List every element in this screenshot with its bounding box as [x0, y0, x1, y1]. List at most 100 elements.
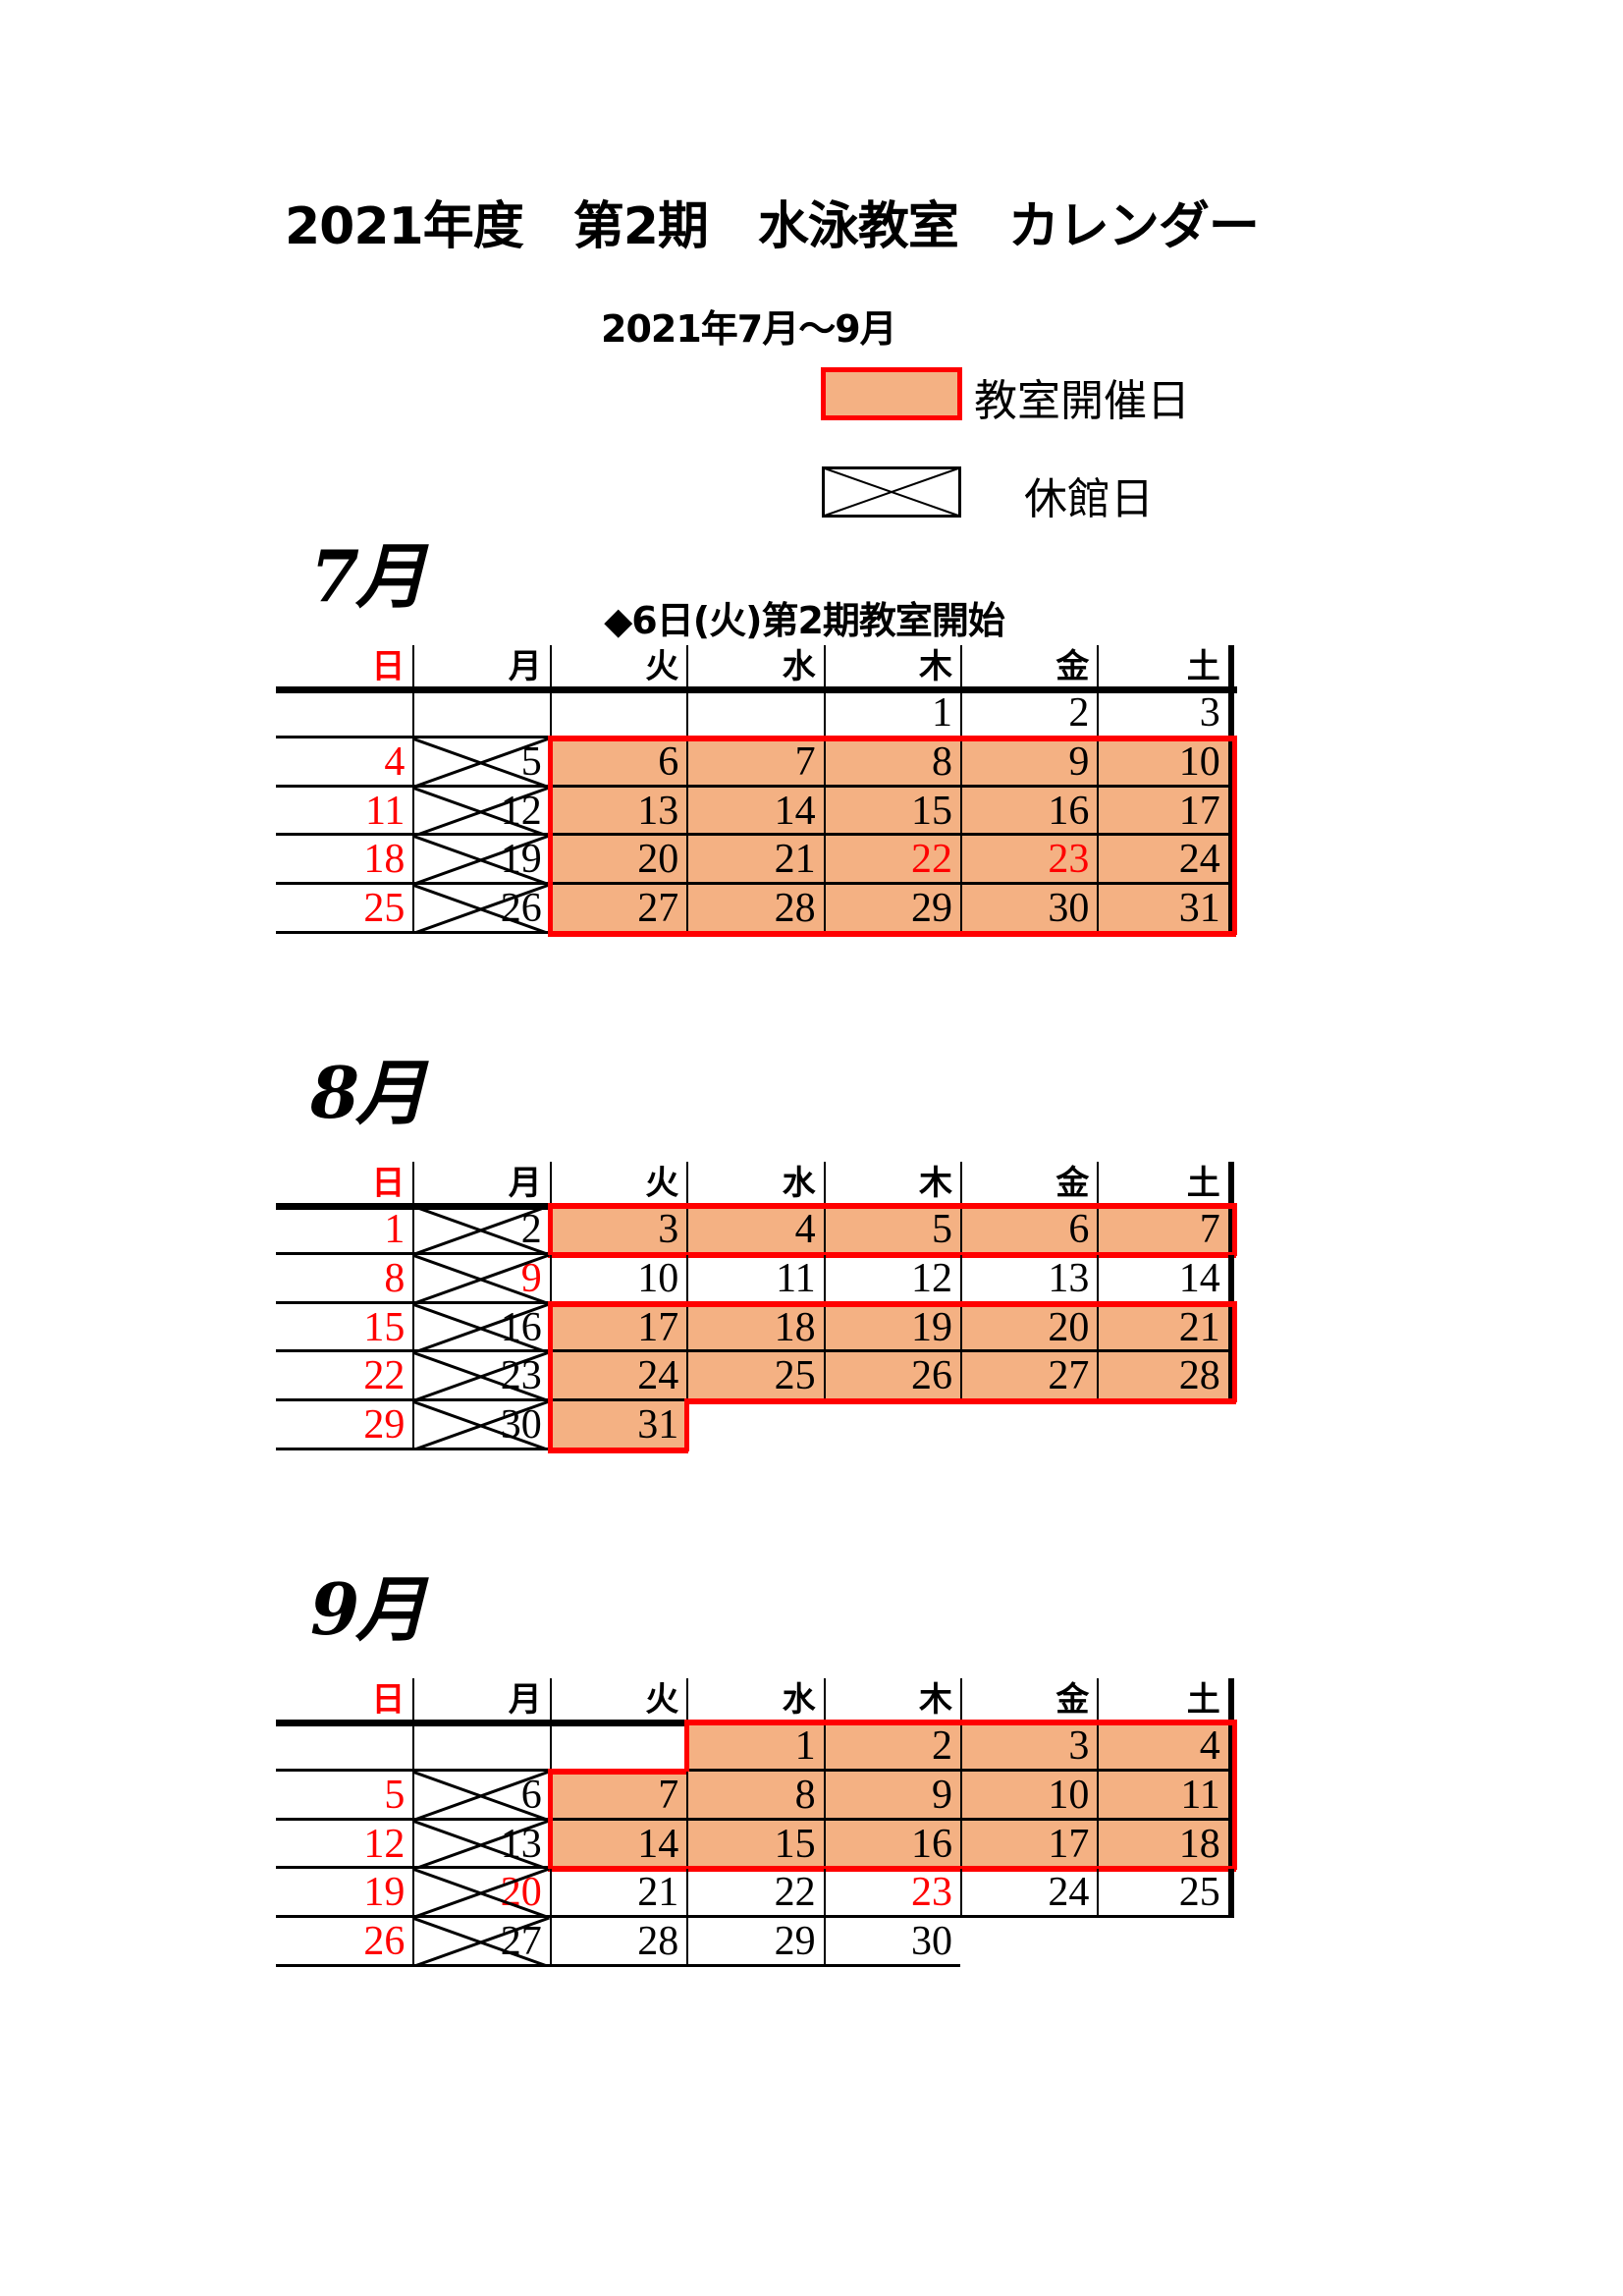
day-cell[interactable]: 21	[549, 1869, 687, 1919]
day-cell[interactable]: 3	[1097, 689, 1234, 738]
day-cell[interactable]: 13	[960, 1254, 1098, 1304]
day-cell[interactable]: 14	[686, 787, 824, 837]
day-cell[interactable]: 20	[960, 1303, 1098, 1353]
day-cell[interactable]: 10	[549, 1254, 687, 1304]
weekday-header-5: 金	[960, 1678, 1097, 1722]
day-cell[interactable]: 30	[412, 1401, 550, 1450]
day-cell[interactable]: 28	[549, 1918, 687, 1967]
day-cell[interactable]: 22	[823, 836, 960, 886]
day-cell[interactable]: 25	[686, 1352, 824, 1402]
day-cell[interactable]: 14	[1097, 1254, 1234, 1304]
day-cell[interactable]: 10	[1097, 738, 1234, 788]
day-cell[interactable]: 17	[549, 1303, 687, 1353]
day-cell[interactable]: 3	[960, 1722, 1098, 1772]
day-cell[interactable]: 12	[412, 787, 550, 837]
day-cell[interactable]: 31	[549, 1401, 687, 1450]
day-cell[interactable]: 17	[1097, 787, 1234, 837]
day-cell[interactable]: 15	[276, 1304, 413, 1353]
class-period-border	[958, 1398, 1100, 1405]
weekday-header-3: 水	[686, 1162, 823, 1206]
day-cell[interactable]: 26	[823, 1352, 960, 1402]
class-period-border	[958, 1720, 1100, 1725]
day-cell[interactable]: 2	[960, 689, 1098, 738]
day-cell[interactable]: 11	[1097, 1771, 1234, 1821]
day-cell[interactable]: 17	[960, 1820, 1098, 1870]
day-cell[interactable]: 18	[1097, 1820, 1234, 1870]
day-cell[interactable]: 27	[960, 1352, 1098, 1402]
day-cell[interactable]: 12	[823, 1254, 960, 1304]
day-cell[interactable]: 26	[276, 1918, 413, 1967]
day-cell[interactable]: 29	[823, 885, 960, 934]
day-cell[interactable]: 7	[549, 1771, 687, 1821]
day-cell[interactable]: 20	[549, 836, 687, 886]
day-cell[interactable]: 27	[549, 885, 687, 934]
day-cell[interactable]: 1	[823, 689, 960, 738]
day-cell[interactable]: 24	[1097, 836, 1234, 886]
day-cell[interactable]: 31	[1097, 885, 1234, 934]
day-cell[interactable]: 3	[549, 1206, 687, 1255]
day-cell[interactable]: 29	[686, 1918, 824, 1967]
day-cell[interactable]: 9	[823, 1771, 960, 1821]
day-cell[interactable]: 6	[412, 1771, 550, 1821]
day-cell[interactable]: 24	[549, 1352, 687, 1402]
day-cell[interactable]: 22	[686, 1869, 824, 1919]
class-period-border	[1095, 735, 1236, 741]
class-period-border	[1095, 1300, 1236, 1307]
day-cell[interactable]: 25	[1097, 1869, 1234, 1919]
day-cell[interactable]: 19	[412, 836, 550, 886]
day-cell[interactable]: 21	[686, 836, 824, 886]
day-cell[interactable]: 18	[276, 836, 413, 886]
day-cell[interactable]: 6	[549, 738, 687, 788]
day-cell[interactable]: 30	[960, 885, 1098, 934]
day-cell[interactable]: 15	[686, 1820, 824, 1870]
month-note: ◆6日(火)第2期教室開始	[604, 599, 1005, 642]
day-cell[interactable]: 19	[276, 1869, 413, 1919]
day-cell[interactable]: 22	[276, 1352, 413, 1402]
day-cell[interactable]: 13	[549, 787, 687, 837]
day-cell[interactable]: 2	[412, 1206, 550, 1255]
day-cell[interactable]: 8	[686, 1771, 824, 1821]
day-cell[interactable]: 7	[1097, 1206, 1234, 1255]
class-period-border	[1231, 1300, 1237, 1354]
day-cell[interactable]: 23	[823, 1869, 960, 1919]
day-cell[interactable]: 1	[276, 1206, 413, 1255]
day-cell[interactable]: 2	[823, 1722, 960, 1772]
day-cell[interactable]: 10	[960, 1771, 1098, 1821]
day-cell[interactable]: 25	[276, 885, 413, 934]
day-cell[interactable]: 9	[960, 738, 1098, 788]
day-cell[interactable]: 15	[823, 787, 960, 837]
day-cell[interactable]: 21	[1097, 1303, 1234, 1353]
day-cell[interactable]: 8	[276, 1255, 413, 1304]
day-cell[interactable]: 12	[276, 1821, 413, 1870]
day-cell[interactable]: 18	[686, 1303, 824, 1353]
class-period-border	[547, 1448, 689, 1453]
day-cell[interactable]: 5	[276, 1772, 413, 1821]
weekday-header-1: 月	[412, 645, 549, 689]
day-cell[interactable]: 28	[686, 885, 824, 934]
day-cell[interactable]: 4	[686, 1206, 824, 1255]
day-cell[interactable]: 29	[276, 1401, 413, 1450]
day-cell[interactable]: 8	[823, 738, 960, 788]
day-cell[interactable]: 23	[960, 836, 1098, 886]
class-period-border	[821, 1866, 962, 1873]
day-cell[interactable]: 7	[686, 738, 824, 788]
day-cell[interactable]: 6	[960, 1206, 1098, 1255]
day-cell[interactable]: 11	[276, 788, 413, 837]
day-cell[interactable]: 1	[686, 1722, 824, 1772]
day-cell[interactable]: 5	[823, 1206, 960, 1255]
day-cell[interactable]: 5	[412, 738, 550, 788]
day-cell[interactable]: 4	[1097, 1722, 1234, 1772]
day-cell[interactable]: 16	[960, 787, 1098, 837]
day-cell[interactable]: 9	[412, 1254, 550, 1304]
day-cell[interactable]: 4	[276, 738, 413, 788]
day-cell[interactable]: 28	[1097, 1352, 1234, 1402]
day-cell[interactable]: 19	[823, 1303, 960, 1353]
day-cell[interactable]: 24	[960, 1869, 1098, 1919]
class-period-border	[821, 1300, 962, 1307]
day-cell[interactable]: 11	[686, 1254, 824, 1304]
day-cell[interactable]: 16	[823, 1820, 960, 1870]
class-period-border	[1095, 1251, 1236, 1258]
day-cell[interactable]: 30	[823, 1918, 960, 1967]
day-cell[interactable]: 14	[549, 1820, 687, 1870]
header-rule	[276, 686, 1237, 693]
